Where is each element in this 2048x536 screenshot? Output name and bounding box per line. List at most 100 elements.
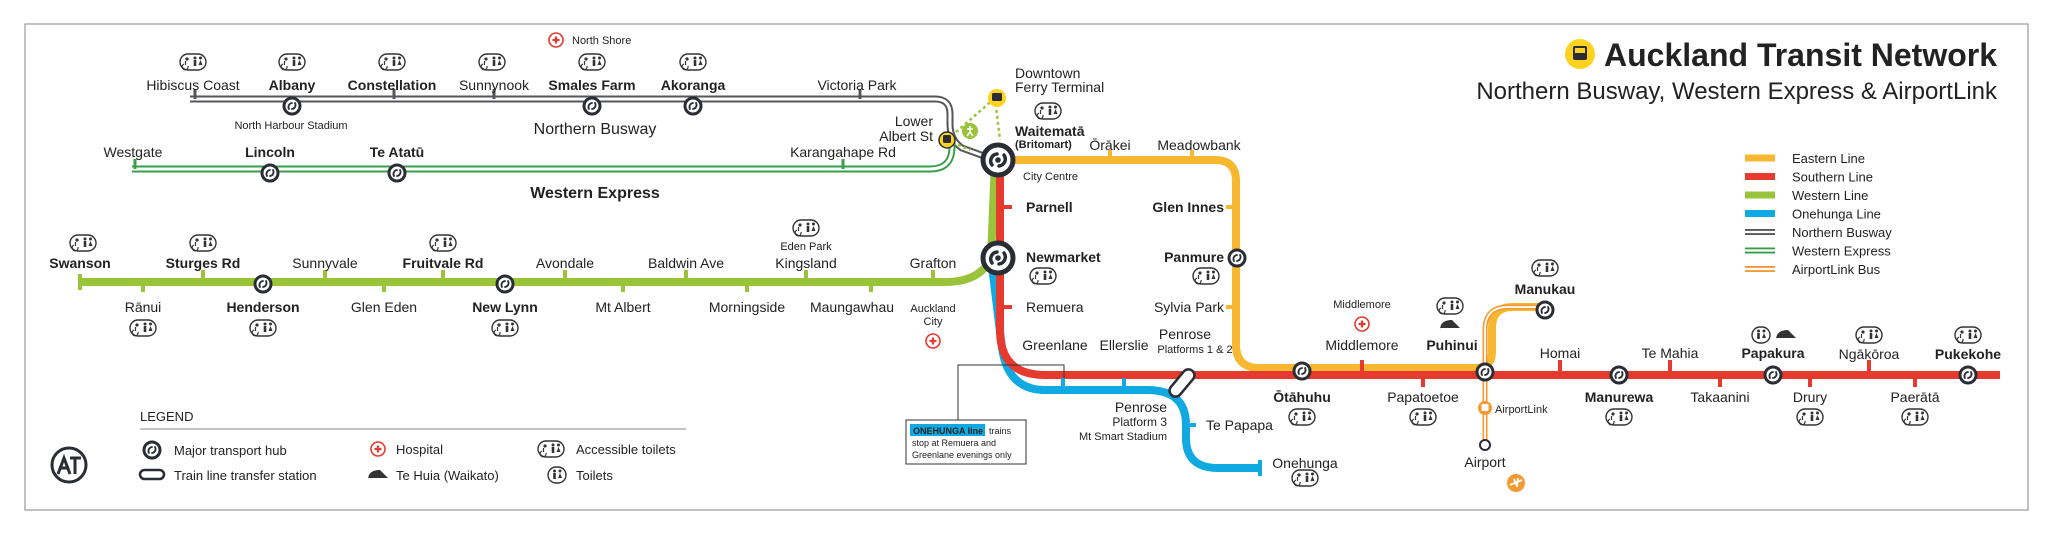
- station-downtown-ferry: Ferry Terminal: [1015, 79, 1104, 95]
- station-ellerslie: Ellerslie: [1099, 337, 1148, 353]
- station-glen-innes: Glen Innes: [1152, 199, 1224, 215]
- pukekohe-station-icon: [1958, 365, 1978, 385]
- legend-hospital: Hospital: [396, 442, 443, 457]
- station-westgate: Westgate: [104, 144, 163, 160]
- station-papatoetoe: Papatoetoe: [1387, 389, 1459, 405]
- accessible-toilet-icon: [129, 319, 157, 337]
- northern-busway-label: Northern Busway: [534, 121, 657, 138]
- airport-stop-icon: [1479, 439, 1491, 451]
- onehunga-line-ticks: [1061, 378, 1262, 476]
- legend-transfer: Train line transfer station: [174, 468, 317, 483]
- station-remuera: Remuera: [1026, 299, 1084, 315]
- otahuhu-station-icon: [1292, 361, 1312, 381]
- accessible-toilet-icon: [1192, 267, 1220, 285]
- legend-hub: Major transport hub: [174, 443, 287, 458]
- accessible-toilet-icon: [1029, 267, 1057, 285]
- manurewa-station-icon: [1609, 365, 1629, 385]
- station-manukau: Manukau: [1515, 281, 1576, 297]
- north-harbour-stadium-label: North Harbour Stadium: [234, 120, 347, 132]
- key-label: AirportLink Bus: [1792, 262, 1881, 277]
- station-victoria-park: Victoria Park: [817, 77, 897, 93]
- station-sylvia-park: Sylvia Park: [1154, 299, 1225, 315]
- legend-accessible: Accessible toilets: [576, 442, 676, 457]
- accessible-toilet-icon: [491, 319, 519, 337]
- auckland-city-hospital-icon: [924, 332, 942, 350]
- western-line-ticks: [78, 270, 935, 292]
- station-lincoln: Lincoln: [245, 144, 295, 160]
- svg-text:Platform 3: Platform 3: [1112, 415, 1167, 429]
- station-ranui: Rānui: [125, 299, 162, 315]
- svg-text:stop at Remuera and: stop at Remuera and: [912, 438, 996, 448]
- albany-station-icon: [282, 96, 302, 116]
- station-meadowbank: Meadowbank: [1157, 137, 1241, 153]
- station-grafton: Grafton: [910, 255, 957, 271]
- accessible-toilet-icon: [429, 234, 457, 252]
- station-waitemata: Waitematā: [1015, 123, 1085, 139]
- airportlink-label: AirportLink: [1495, 404, 1548, 416]
- station-newmarket: Newmarket: [1026, 249, 1101, 265]
- station-lower-albert-st: Albert St: [879, 128, 933, 144]
- accessible-toilet-icon: [1288, 408, 1316, 426]
- station-penrose-3: Penrose: [1115, 399, 1167, 415]
- accessible-toilet-icon: [1605, 408, 1633, 426]
- key-label: Southern Line: [1792, 170, 1873, 185]
- eastern-line-ticks: [1108, 150, 1236, 309]
- station-middlemore: Middlemore: [1325, 337, 1398, 353]
- station-te-atatu: Te Atatū: [370, 144, 424, 160]
- key-label: Western Express: [1792, 244, 1891, 259]
- key-label: Western Line: [1792, 188, 1868, 203]
- map-subtitle: Northern Busway, Western Express & Airpo…: [1476, 78, 1998, 105]
- express-ticks: [133, 159, 845, 169]
- station-morningside: Morningside: [709, 299, 785, 315]
- station-karangahape: Karangahape Rd: [790, 144, 896, 160]
- station-paerata: Paerātā: [1890, 389, 1939, 405]
- te-huia-icon: [1776, 330, 1796, 340]
- puhinui-station-icon: [1475, 362, 1495, 382]
- smales-farm-station-icon: [582, 96, 602, 116]
- accessible-toilet-icon: [189, 234, 217, 252]
- papakura-station-icon: [1763, 365, 1783, 385]
- te-atatu-station-icon: [387, 163, 407, 183]
- eastern-line: [996, 156, 1543, 372]
- new-lynn-station-icon: [495, 274, 515, 294]
- henderson-station-icon: [253, 274, 273, 294]
- legend-toilet-icon: [547, 466, 567, 484]
- station-homai: Homai: [1540, 345, 1580, 361]
- newmarket-hub-icon: [983, 243, 1013, 273]
- station-penrose-1-2: Penrose: [1159, 326, 1211, 342]
- key-label: Northern Busway: [1792, 225, 1892, 240]
- accessible-toilet-icon: [1409, 408, 1437, 426]
- station-sunnynook: Sunnynook: [459, 77, 530, 93]
- station-hibiscus-coast: Hibiscus Coast: [146, 77, 239, 93]
- station-drury: Drury: [1793, 389, 1827, 405]
- station-te-mahia: Te Mahia: [1642, 345, 1699, 361]
- station-akoranga: Akoranga: [661, 77, 726, 93]
- svg-text:City: City: [924, 316, 943, 328]
- station-henderson: Henderson: [226, 299, 299, 315]
- station-sturges: Sturges Rd: [166, 255, 241, 271]
- lincoln-station-icon: [260, 163, 280, 183]
- station-pukekohe: Pukekohe: [1935, 346, 2001, 362]
- key-label: Onehunga Line: [1792, 207, 1881, 222]
- panmure-station-icon: [1227, 248, 1247, 268]
- map-title: Auckland Transit Network: [1604, 37, 1997, 73]
- station-papakura: Papakura: [1741, 345, 1804, 361]
- legend-toilets: Toilets: [576, 468, 613, 483]
- station-panmure: Panmure: [1164, 249, 1224, 265]
- southern-line-ticks: [1000, 205, 1917, 387]
- legend-accessible-icon: [537, 440, 565, 458]
- legend: LEGEND Major transport hub Train line tr…: [138, 409, 686, 484]
- station-sunnyvale: Sunnyvale: [292, 255, 358, 271]
- legend-hospital-icon: [369, 440, 387, 458]
- accessible-toilet-icon: [69, 234, 97, 252]
- toilet-icon: [1751, 326, 1771, 344]
- station-glen-eden: Glen Eden: [351, 299, 417, 315]
- station-mt-albert: Mt Albert: [595, 299, 650, 315]
- north-shore-hospital-label: North Shore: [572, 35, 631, 47]
- station-manurewa: Manurewa: [1585, 389, 1654, 405]
- legend-te-huia-icon: [368, 470, 388, 480]
- station-maungawhau: Maungawhau: [810, 299, 894, 315]
- station-orakei: Ōrākei: [1089, 137, 1130, 153]
